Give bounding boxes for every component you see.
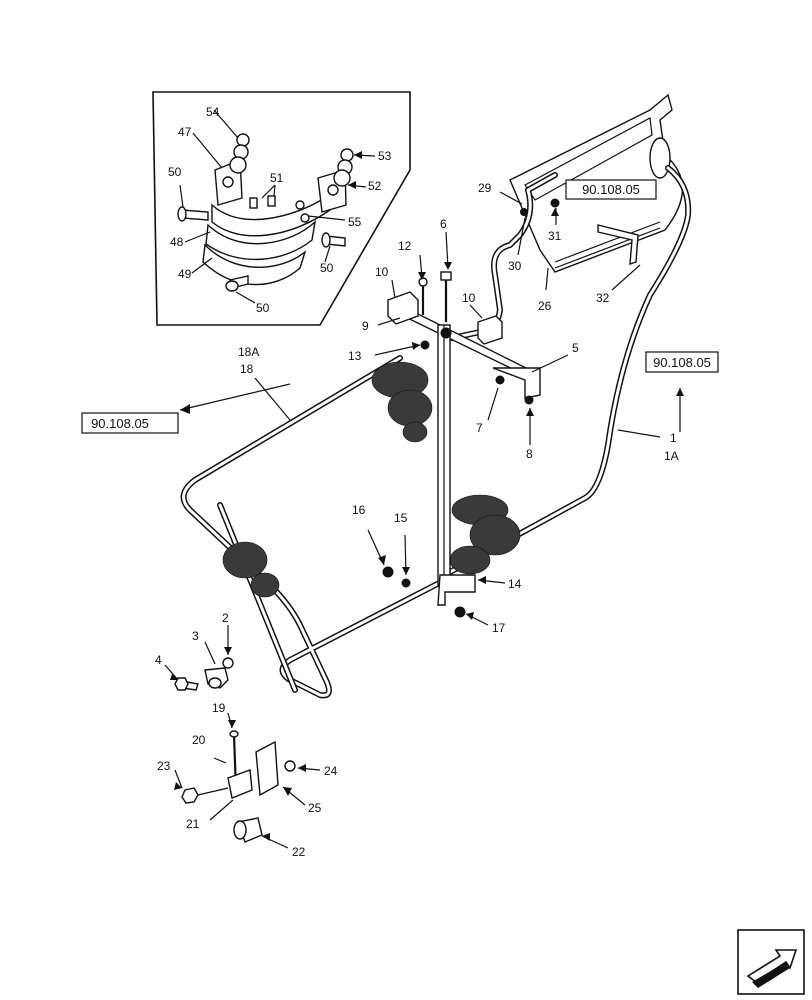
callout-3: 3 (192, 629, 199, 643)
callout-4: 4 (155, 653, 162, 667)
callout-49: 49 (178, 267, 192, 281)
callout-1a: 1A (664, 449, 679, 463)
lower-hardware (174, 657, 296, 843)
callout-23: 23 (157, 759, 171, 773)
callout-48: 48 (170, 235, 184, 249)
reference-box-top[interactable]: 90.108.05 (565, 179, 657, 200)
callout-21: 21 (186, 817, 200, 831)
detail-inset (152, 91, 411, 326)
callout-55: 55 (348, 215, 362, 229)
callout-7: 7 (476, 421, 483, 435)
svg-text:90.108.05: 90.108.05 (582, 182, 640, 197)
callout-6: 6 (440, 217, 447, 231)
callout-18: 18 (240, 362, 254, 376)
callout-47: 47 (178, 125, 192, 139)
callout-8: 8 (526, 447, 533, 461)
callout-26: 26 (538, 299, 552, 313)
callout-54: 54 (206, 105, 220, 119)
callout-50a: 50 (168, 165, 182, 179)
callout-25: 25 (308, 801, 322, 815)
callout-18a: 18A (238, 345, 259, 359)
callout-labels: 54 47 53 50 51 52 55 48 49 50 50 29 31 3… (155, 105, 679, 859)
callout-5: 5 (572, 341, 579, 355)
callout-32: 32 (596, 291, 610, 305)
callout-53: 53 (378, 149, 392, 163)
callout-50c: 50 (256, 301, 270, 315)
callout-10b: 10 (462, 291, 476, 305)
callout-1: 1 (670, 431, 677, 445)
callout-2: 2 (222, 611, 229, 625)
callout-16: 16 (352, 503, 366, 517)
callout-52: 52 (368, 179, 382, 193)
callout-31: 31 (548, 229, 562, 243)
chain (222, 361, 521, 598)
reference-box-left[interactable]: 90.108.05 (81, 412, 179, 434)
callout-30: 30 (508, 259, 522, 273)
callout-17: 17 (492, 621, 506, 635)
arrowheads (170, 151, 684, 841)
callout-12: 12 (398, 239, 412, 253)
next-page-arrow-icon[interactable] (737, 929, 805, 995)
callout-24: 24 (324, 764, 338, 778)
callout-13: 13 (348, 349, 362, 363)
center-mount (382, 271, 541, 618)
callout-22: 22 (292, 845, 306, 859)
callout-15: 15 (394, 511, 408, 525)
svg-text:90.108.05: 90.108.05 (653, 355, 711, 370)
callout-29: 29 (478, 181, 492, 195)
reference-box-right[interactable]: 90.108.05 (645, 351, 719, 373)
tube-frame (180, 165, 692, 699)
callout-51: 51 (270, 171, 284, 185)
callout-20: 20 (192, 733, 206, 747)
callout-19: 19 (212, 701, 226, 715)
callout-9: 9 (362, 319, 369, 333)
svg-text:90.108.05: 90.108.05 (91, 416, 149, 431)
callout-14: 14 (508, 577, 522, 591)
callout-50b: 50 (320, 261, 334, 275)
callout-10a: 10 (375, 265, 389, 279)
